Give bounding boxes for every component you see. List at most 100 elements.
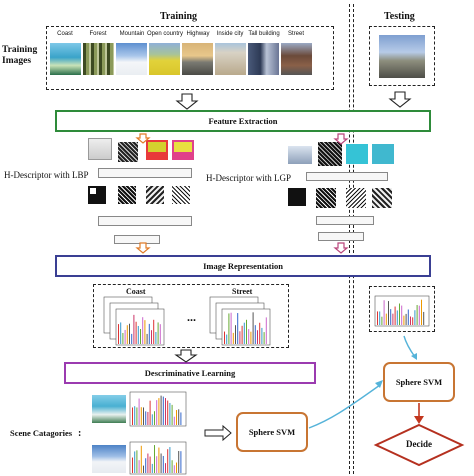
histogram-bar [138, 460, 140, 473]
histogram-bar [159, 324, 161, 344]
thumbnail-open-country [149, 43, 180, 75]
histogram-bar [381, 316, 383, 325]
histogram-bar [224, 331, 225, 344]
histogram-bar [261, 327, 263, 344]
histogram-bar [169, 447, 171, 473]
histogram-bar [135, 321, 137, 344]
histogram-bar [230, 312, 232, 344]
category-label-highway: Highway [186, 31, 210, 37]
histogram-bar [146, 333, 148, 344]
histogram-bar [421, 299, 422, 325]
histogram-bar [167, 449, 169, 473]
histogram-bar [418, 305, 420, 325]
histogram-bar [263, 332, 265, 344]
category-label-open-country: Open country [146, 31, 184, 37]
histogram-bar [156, 456, 158, 473]
histogram-bar [151, 330, 152, 344]
sphere-svm-test-box: Sphere SVM [383, 362, 455, 402]
histogram-bar [167, 400, 169, 425]
test-representation-box [369, 286, 435, 332]
histogram-bar [237, 313, 239, 344]
histogram-bar [153, 319, 155, 344]
histogram-bar [160, 453, 162, 473]
histogram-bar [124, 329, 126, 344]
histogram-bar [401, 305, 403, 325]
histogram-bar [136, 407, 138, 425]
histogram-bar [144, 320, 146, 344]
histogram-bar [176, 410, 177, 425]
histogram-bar [180, 412, 182, 425]
histogram-bar [399, 303, 400, 325]
training-title: Training [160, 11, 198, 22]
thumbnail-inside-city [215, 43, 246, 75]
histogram-bar [155, 331, 157, 344]
histogram-bar [383, 300, 385, 325]
histogram-bar [265, 317, 267, 344]
histogram-bar [132, 457, 133, 473]
histogram-bar [178, 450, 180, 473]
histogram-bar [176, 462, 177, 473]
lgp-descriptor-label: H-Descriptor with LGP [206, 173, 291, 183]
histogram-bar [171, 404, 173, 425]
image-representation-box: Image Representation [55, 255, 431, 277]
histogram-bar [414, 310, 416, 325]
lbp-pipeline [88, 138, 198, 250]
histogram-bar [147, 453, 149, 473]
histogram-bar [180, 451, 182, 473]
histogram-bar [257, 330, 258, 344]
scene-thumbnail-mountain [92, 445, 126, 473]
lbp-descriptor-label: H-Descriptor with LBP [4, 170, 89, 180]
histograms-scene [129, 391, 187, 475]
histogram-bar [133, 314, 135, 344]
testing-title: Testing [384, 11, 415, 22]
histogram-bar [254, 325, 256, 344]
training-images-box [46, 26, 334, 90]
histogram-bar [149, 456, 151, 473]
thumbnail-highway [182, 43, 213, 75]
category-label-mountain: Mountain [119, 31, 145, 37]
histogram-bar [157, 322, 159, 344]
histogram-bar [136, 450, 138, 473]
lgp-pipeline [288, 142, 398, 250]
histogram-bar [140, 328, 141, 344]
histogram-bar [396, 310, 398, 325]
histogram-bar [148, 323, 150, 344]
histogram-bar [129, 323, 130, 344]
histogram-bar [405, 313, 407, 325]
histogram-bar [151, 414, 153, 425]
histogram-bar [140, 407, 142, 425]
thumbnail-coast [50, 43, 81, 75]
histogram-bar [160, 395, 162, 425]
histogram-bar [134, 451, 136, 473]
histogram-bar [118, 324, 119, 344]
histogram-bar [173, 465, 175, 473]
histogram-bar [162, 455, 164, 473]
histogram-bar [143, 407, 144, 425]
representation-street-label: Street [232, 287, 253, 296]
histogram-bar [388, 301, 389, 325]
thumbnail-street [281, 43, 312, 75]
histogram-bar [134, 406, 136, 425]
histogram-bar [169, 402, 171, 425]
histogram-bar [158, 398, 160, 425]
histogram-bar [394, 306, 396, 325]
category-label-inside-city: Inside city [216, 31, 244, 37]
histogram-bar [154, 445, 155, 473]
histogram-bar [142, 317, 144, 344]
histogram-bar [145, 458, 147, 473]
category-label-coast: Coast [57, 31, 73, 37]
category-label-street: Street [287, 31, 304, 37]
histogram-bar [246, 319, 247, 344]
histogram-bar [122, 333, 124, 344]
representation-ellipsis: ... [187, 310, 196, 324]
histogram-bar [137, 325, 139, 344]
histogram-bar [379, 311, 381, 325]
histogram-bar [385, 313, 387, 325]
category-label-tall-building: Tall building [248, 31, 280, 37]
histogram-bar [149, 400, 151, 425]
histogram-bar [165, 398, 166, 425]
histogram-bar [147, 411, 149, 425]
histogram-bar [131, 333, 133, 344]
histogram-bar [143, 465, 144, 473]
histogram-bar [250, 331, 252, 344]
